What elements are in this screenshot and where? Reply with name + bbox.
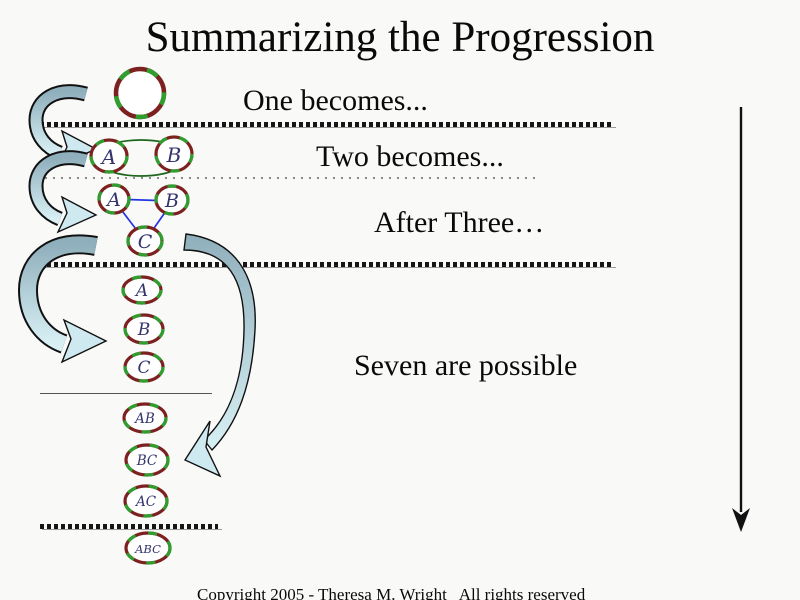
circle-list-a: A (121, 275, 163, 305)
svg-text:AC: AC (134, 494, 157, 510)
svg-text:C: C (137, 358, 150, 378)
caption-after-three: After Three… (374, 206, 545, 239)
circle-list-c: C (123, 351, 165, 383)
circle-tri-c: C (126, 225, 164, 257)
circle-tri-a: A (97, 183, 131, 215)
circle-list-ab: AB (122, 402, 168, 434)
caption-seven-possible: Seven are possible (354, 349, 578, 382)
circle-list-bc: BC (124, 443, 170, 477)
circle-pair-a: A (89, 138, 129, 174)
circle-list-b: B (123, 313, 165, 345)
svg-text:A: A (105, 189, 121, 211)
svg-text:BC: BC (136, 453, 158, 469)
svg-text:B: B (137, 320, 151, 340)
curved-arrow-icon (183, 233, 256, 478)
curved-arrow-icon (17, 234, 108, 364)
svg-text:B: B (166, 143, 182, 167)
svg-text:ABC: ABC (134, 542, 161, 556)
circle-single (113, 66, 167, 120)
circle-pair-b: B (154, 135, 194, 173)
slide-title: Summarizing the Progression (145, 14, 655, 61)
divider-dotted-line-2 (45, 177, 539, 179)
svg-text:A: A (134, 281, 148, 301)
divider-dotted-line-1 (40, 122, 616, 128)
svg-text:B: B (164, 190, 179, 212)
caption-two-becomes: Two becomes... (316, 140, 504, 173)
divider-dotted-line-4 (40, 524, 222, 530)
down-arrow-icon (732, 107, 750, 532)
circle-list-ac: AC (123, 484, 169, 518)
curved-arrow-icon (36, 158, 96, 232)
svg-text:C: C (138, 231, 153, 253)
circle-list-abc: ABC (124, 531, 172, 565)
circle-tri-b: B (154, 184, 190, 216)
svg-text:AB: AB (133, 411, 155, 427)
copyright-footer: Copyright 2005 - Theresa M. Wright All r… (197, 585, 586, 600)
caption-one-becomes: One becomes... (243, 84, 428, 117)
divider-dotted-line-3 (40, 262, 616, 268)
divider-solid-line (40, 393, 212, 394)
svg-text:A: A (100, 145, 116, 169)
